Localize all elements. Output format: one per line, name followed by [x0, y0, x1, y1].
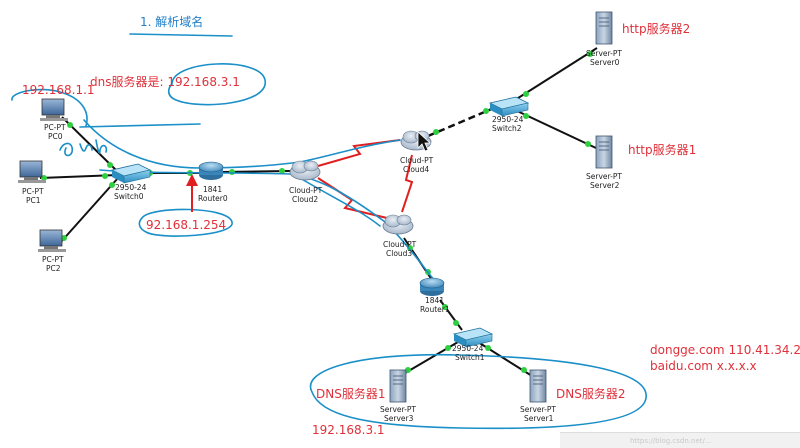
link-cloud4-switch2	[427, 106, 495, 138]
mouse-cursor-icon	[417, 131, 432, 152]
server0[interactable]: Server-PT Server0	[586, 11, 622, 67]
server1[interactable]: Server-PT Server1	[520, 369, 556, 423]
pc1-type: PC-PT	[22, 187, 44, 196]
server3-name: Server3	[384, 414, 414, 423]
server3-ip-note: 192.168.3.1	[312, 423, 385, 437]
server0-type: Server-PT	[586, 49, 622, 58]
pc-icon	[38, 229, 66, 252]
query-path-1	[83, 119, 401, 169]
pc2[interactable]: PC-PT PC2	[38, 229, 66, 273]
switch-icon	[110, 163, 152, 184]
title-underline	[129, 33, 233, 37]
router-ip-circle	[138, 208, 233, 237]
router-icon	[198, 161, 224, 180]
server2[interactable]: Server-PT Server2	[586, 135, 622, 190]
switch2-type: 2950-24	[492, 115, 524, 124]
pc0-type: PC-PT	[44, 123, 66, 132]
router1-name: Router1	[420, 305, 450, 314]
http-server-2-note: http服务器2	[622, 21, 690, 36]
cloud4-type: Cloud-PT	[400, 156, 434, 165]
cloud4[interactable]: Cloud-PT Cloud4	[400, 130, 434, 174]
slide-title: 1. 解析域名	[140, 14, 203, 29]
http-server-1-note: http服务器1	[628, 142, 696, 157]
dns-ip-circle	[167, 63, 266, 106]
server1-name: Server1	[524, 414, 554, 423]
dns-servers-ellipse	[309, 353, 647, 430]
router0-name: Router0	[198, 194, 228, 203]
server3-type: Server-PT	[380, 405, 416, 414]
cloud-icon	[289, 160, 321, 181]
query-path-2	[99, 169, 435, 281]
server2-name: Server2	[590, 181, 620, 190]
cloud3-type: Cloud-PT	[383, 240, 417, 249]
server-icon	[595, 11, 613, 45]
watermark: https://blog.csdn.net/...	[560, 432, 800, 448]
cloud2[interactable]: Cloud-PT Cloud2	[289, 160, 323, 204]
switch2-name: Switch2	[492, 124, 522, 133]
server2-type: Server-PT	[586, 172, 622, 181]
dns-server-1-note: DNS服务器1	[316, 386, 385, 401]
router-ip-arrow	[186, 174, 198, 212]
dns-server-2-note: DNS服务器2	[556, 386, 625, 401]
router1-type: 1841	[425, 296, 444, 305]
switch2[interactable]: 2950-24 Switch2	[488, 96, 530, 133]
server1-type: Server-PT	[520, 405, 556, 414]
router0[interactable]: 1841 Router0	[198, 161, 228, 203]
cloud2-type: Cloud-PT	[289, 186, 323, 195]
switch0-name: Switch0	[114, 192, 144, 201]
pc2-type: PC-PT	[42, 255, 64, 264]
dns-record-dongge: dongge.com 110.41.34.2	[650, 343, 800, 357]
switch-icon	[488, 96, 530, 117]
cloud3[interactable]: Cloud-PT Cloud3	[382, 214, 417, 258]
pc0-underline	[79, 123, 201, 128]
cloud-icon	[382, 214, 414, 235]
pc1-name: PC1	[26, 196, 41, 205]
arp-scribble	[59, 139, 108, 157]
dns-server-note: dns服务器是: 192.168.3.1	[90, 74, 240, 89]
router-icon	[419, 277, 445, 296]
pc0-ip-swoosh	[11, 88, 88, 127]
switch-icon	[452, 327, 494, 348]
pc0[interactable]: PC-PT PC0	[40, 98, 68, 141]
cloud4-name: Cloud4	[403, 165, 429, 174]
pc0-name: PC0	[48, 132, 63, 141]
query-path-3	[299, 177, 381, 227]
pc0-ip-note: 192.168.1.1	[22, 83, 95, 97]
cloud3-name: Cloud3	[386, 249, 412, 258]
router1[interactable]: 1841 Router1	[419, 277, 450, 314]
server0-name: Server0	[590, 58, 620, 67]
pc-icon	[18, 160, 46, 183]
server-icon	[529, 369, 547, 403]
link-switch2-server0	[514, 47, 598, 101]
ink-annotations	[11, 33, 647, 430]
switch0[interactable]: 2950-24 Switch0	[110, 163, 152, 201]
switch1-type: 2950-24	[452, 344, 484, 353]
router-ip-note: 92.168.1.254	[146, 218, 226, 232]
link-cloud4-cloud3	[401, 154, 414, 213]
pc1[interactable]: PC-PT PC1	[18, 160, 46, 205]
switch0-type: 2950-24	[115, 183, 147, 192]
server-icon	[389, 369, 407, 403]
link-pc2-switch0	[59, 177, 119, 244]
switch1-name: Switch1	[455, 353, 485, 362]
switch1[interactable]: 2950-24 Switch1	[452, 327, 494, 362]
link-cloud2-cloud4	[317, 139, 401, 167]
server-icon	[595, 135, 613, 169]
link-cloud2-cloud3	[317, 177, 388, 219]
router0-type: 1841	[203, 185, 222, 194]
pc-icon	[40, 98, 68, 121]
dns-record-baidu: baidu.com x.x.x.x	[650, 359, 757, 373]
server3[interactable]: Server-PT Server3	[380, 369, 416, 423]
pc2-name: PC2	[46, 264, 61, 273]
cloud2-name: Cloud2	[292, 195, 318, 204]
